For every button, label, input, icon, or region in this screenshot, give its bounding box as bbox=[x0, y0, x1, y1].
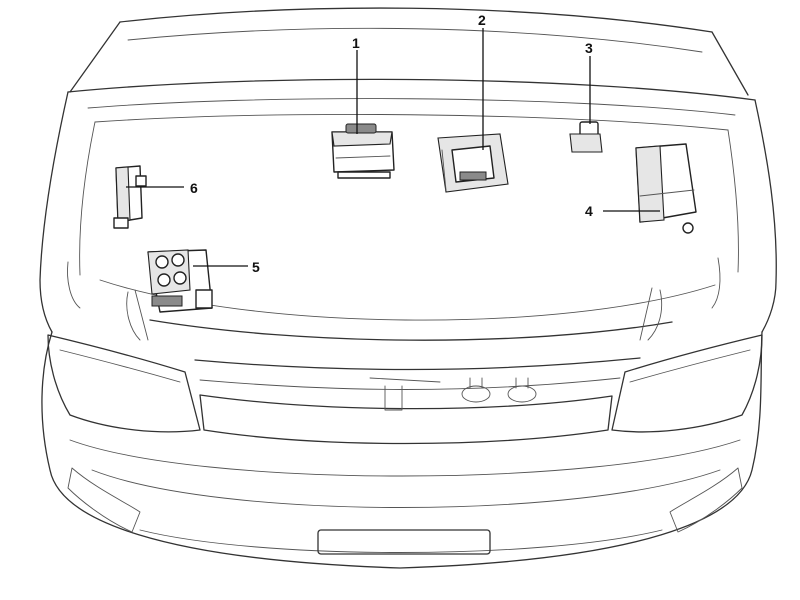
label-5: 5 bbox=[252, 259, 260, 275]
label-2: 2 bbox=[478, 12, 486, 28]
left-fender bbox=[39, 91, 69, 333]
component-2 bbox=[437, 133, 509, 193]
label-1: 1 bbox=[352, 35, 360, 51]
left-headlight bbox=[47, 334, 201, 433]
car-body bbox=[39, 7, 777, 569]
component-5 bbox=[147, 249, 213, 313]
component-1 bbox=[331, 123, 395, 179]
label-3: 3 bbox=[585, 40, 593, 56]
component-3 bbox=[569, 121, 603, 153]
component-6 bbox=[113, 165, 147, 229]
front-bumper bbox=[41, 331, 763, 569]
cowl-line bbox=[67, 78, 756, 101]
license-plate bbox=[317, 529, 491, 555]
label-4: 4 bbox=[585, 203, 593, 219]
hood-outline bbox=[119, 7, 713, 33]
grille bbox=[199, 394, 613, 445]
right-headlight bbox=[611, 334, 763, 433]
component-4 bbox=[635, 143, 697, 234]
left-fog-lamp bbox=[67, 467, 141, 533]
label-6: 6 bbox=[190, 180, 198, 196]
right-fender bbox=[754, 99, 777, 333]
right-fog-lamp bbox=[669, 467, 743, 533]
radiator-support bbox=[149, 319, 673, 341]
